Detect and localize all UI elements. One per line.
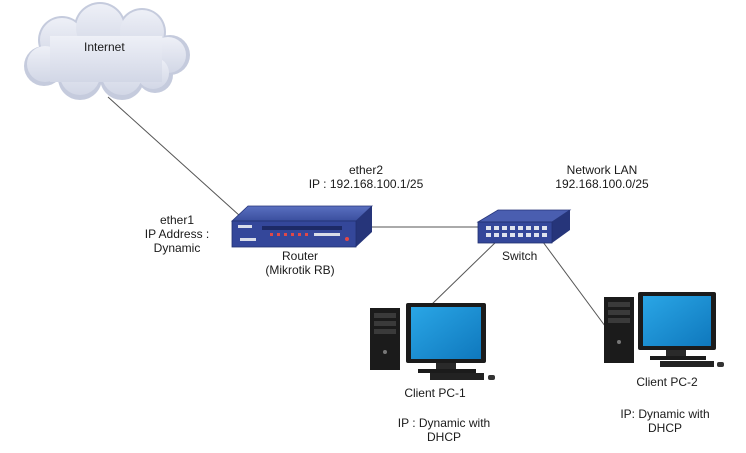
ether2-label: ether2 IP : 192.168.100.1/25 xyxy=(296,163,436,191)
switch-icon xyxy=(476,209,572,244)
client-pc-2-label: Client PC-2 xyxy=(636,375,698,389)
client-pc-1-ip: IP : Dynamic with DHCP xyxy=(380,416,508,444)
ether2-name: ether2 xyxy=(348,163,384,177)
network-lan-title: Network LAN xyxy=(566,163,638,177)
client-pc-2-icon xyxy=(604,292,724,367)
router-model: (Mikrotik RB) xyxy=(265,263,335,277)
links xyxy=(107,96,609,331)
client-pc-2-ip-line2: DHCP xyxy=(647,421,682,435)
router-label: Router (Mikrotik RB) xyxy=(256,249,344,277)
client-pc-2-ip-line1: IP: Dynamic with xyxy=(620,407,710,421)
client-pc-1-ip-line2: DHCP xyxy=(426,430,461,444)
router-icon xyxy=(230,205,374,248)
network-lan-subnet: 192.168.100.0/25 xyxy=(555,177,649,191)
ether1-ip-value: Dynamic xyxy=(153,241,201,255)
ether1-ip-label: IP Address : xyxy=(144,227,210,241)
ether1-label: ether1 IP Address : Dynamic xyxy=(132,213,222,255)
link-switch-client2 xyxy=(539,237,609,331)
cloud-icon xyxy=(24,2,190,100)
link-internet-router xyxy=(107,96,241,217)
switch-label: Switch xyxy=(502,249,538,263)
ether2-ip: IP : 192.168.100.1/25 xyxy=(308,177,424,191)
ether1-name: ether1 xyxy=(159,213,195,227)
internet-label: Internet xyxy=(84,40,125,54)
client-pc-1-ip-line1: IP : Dynamic with xyxy=(397,416,491,430)
client-pc-1-label: Client PC-1 xyxy=(404,386,466,400)
link-switch-client1 xyxy=(429,237,501,307)
client-pc-2-ip: IP: Dynamic with DHCP xyxy=(602,407,728,435)
network-lan-label: Network LAN 192.168.100.0/25 xyxy=(542,163,662,191)
client-pc-1-icon xyxy=(370,303,495,380)
router-name: Router xyxy=(281,249,319,263)
